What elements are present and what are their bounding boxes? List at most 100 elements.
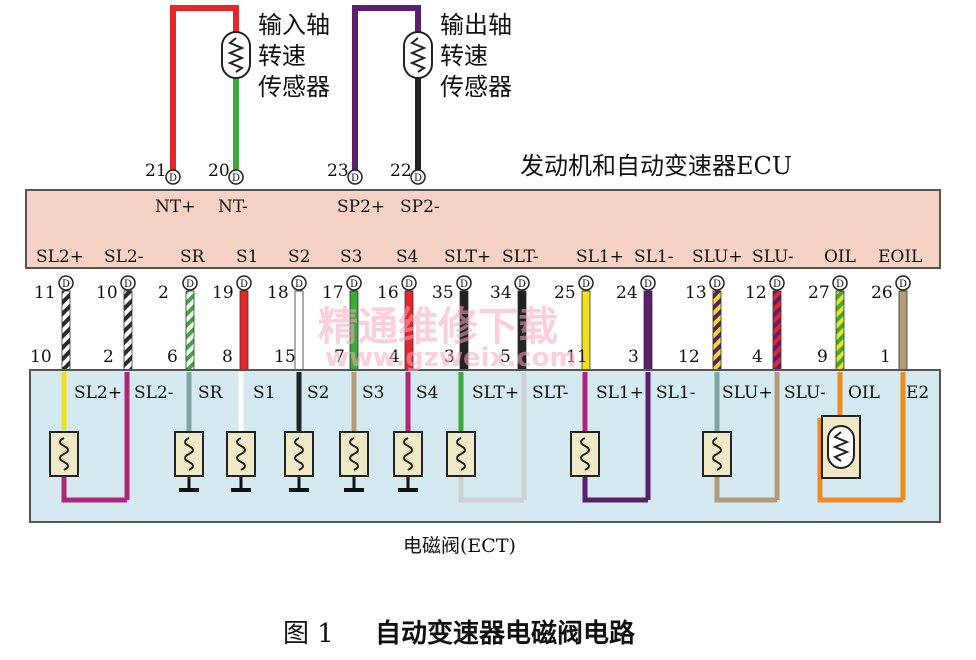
output-sensor-label-line3: 传感器 (440, 73, 512, 101)
sl2-solenoid-icon (49, 431, 79, 477)
ecu-top-pin-number: 23 (327, 161, 349, 181)
output-shaft-sensor-loop (352, 5, 433, 172)
slu-solenoid-icon (702, 431, 732, 477)
watermark-line2: www.gzweix.com (325, 343, 577, 373)
ecu-ect-wire (898, 290, 908, 371)
ecu-bottom-pin-number: 17 (322, 283, 344, 303)
ecu-bottom-connector-icon: D (769, 275, 785, 291)
ecu-bottom-pin-number: 34 (490, 283, 512, 303)
ecu-bottom-pin-label: S2 (288, 247, 310, 267)
svg-text:D: D (169, 173, 177, 184)
ecu-bottom-connector-icon: D (709, 275, 725, 291)
input-shaft-sensor-loop (170, 5, 251, 172)
ect-pin-label: S4 (416, 383, 438, 403)
svg-text:D: D (295, 279, 303, 290)
ecu-bottom-pin-label: SL1+ (576, 247, 624, 267)
output-sensor-label-line2: 转速 (440, 42, 488, 70)
ect-pin-number: 4 (389, 347, 400, 367)
ect-pin-label: SLU- (784, 383, 826, 403)
watermark-line1: 精通维修下载 (318, 304, 558, 350)
ect-pin-label: SL1+ (596, 383, 644, 403)
ecu-top-pin-number: 21 (145, 161, 167, 181)
ecu-top-connector-icon: D (165, 169, 181, 185)
ecu-ect-wire (712, 290, 722, 371)
svg-text:D: D (62, 279, 70, 290)
ect-pin-number: 12 (678, 347, 700, 367)
ect-pin-label: SLT- (532, 383, 568, 403)
svg-text:D: D (836, 279, 844, 290)
ecu-bottom-connector-icon: D (58, 275, 74, 291)
output-sensor-label-line1: 输出轴 (440, 11, 512, 39)
svg-text:D: D (414, 173, 422, 184)
ecu-bottom-pin-number: 2 (158, 283, 169, 303)
ect-pin-label: SL2+ (74, 383, 122, 403)
ecu-bottom-pin-label: SL1- (634, 247, 674, 267)
ecu-bottom-connector-icon: D (236, 275, 252, 291)
solenoid-icon (226, 431, 256, 477)
ect-internal-wiring (49, 372, 906, 503)
ecu-bottom-pin-number: 25 (554, 283, 576, 303)
ecu-bottom-pin-number: 19 (212, 283, 234, 303)
ecu-top-connector-icon: D (410, 169, 426, 185)
svg-text:D: D (460, 279, 468, 290)
solenoid-icon (393, 431, 423, 477)
ect-pin-number: 5 (500, 347, 511, 367)
ecu-bottom-pin-label: SL2+ (36, 247, 84, 267)
ect-pin-number: 6 (167, 347, 178, 367)
figure-number: 图 1 (283, 619, 334, 649)
svg-text:D: D (232, 173, 240, 184)
ecu-bottom-connector-icon: D (895, 275, 911, 291)
ecu-bottom-connector-icon: D (514, 275, 530, 291)
ecu-top-pin-number: 22 (390, 161, 412, 181)
ect-title: 电磁阀(ECT) (403, 535, 516, 557)
ecu-bottom-pin-label: S3 (340, 247, 362, 267)
ecu-bottom-connector-icon: D (640, 275, 656, 291)
oil-temp-sensor-icon (821, 415, 861, 479)
ect-pin-label: S2 (307, 383, 329, 403)
ground-icon (398, 476, 418, 492)
ecu-bottom-pin-label: SR (180, 247, 206, 267)
ect-pin-label: SLT+ (472, 383, 519, 403)
ecu-bottom-pin-number: 18 (267, 283, 289, 303)
ecu-bottom-pin-label: SLT+ (444, 247, 491, 267)
ecu-bottom-pin-number: 35 (432, 283, 454, 303)
ecu-bottom-pin-number: 11 (34, 283, 56, 303)
figure-caption: 自动变速器电磁阀电路 (375, 618, 636, 649)
ect-pin-number: 2 (103, 347, 114, 367)
ground-icon (231, 476, 251, 492)
ect-pin-number: 9 (817, 347, 828, 367)
svg-text:D: D (124, 279, 132, 290)
svg-text:D: D (582, 279, 590, 290)
input-sensor-label: 输入轴 转速 传感器 (258, 11, 330, 101)
ect-pin-label: SR (198, 383, 224, 403)
sl1-solenoid-icon (570, 431, 600, 477)
ect-pin-number: 3 (444, 347, 455, 367)
ect-pin-label: S1 (253, 383, 275, 403)
ecu-bottom-pin-number: 24 (616, 283, 638, 303)
ecu-top-pin-label: NT+ (155, 197, 195, 217)
svg-text:D: D (186, 279, 194, 290)
ecu-top-pin-number: 20 (208, 161, 230, 181)
ecu-bottom-connector-icon: D (401, 275, 417, 291)
ecu-bottom-pin-number: 26 (871, 283, 893, 303)
ecu-ect-wire (123, 290, 133, 371)
ecu-ect-wire (61, 290, 71, 371)
svg-text:D: D (240, 279, 248, 290)
ect-pin-number: 10 (30, 347, 52, 367)
ecu-bottom-pin-number: 13 (685, 283, 707, 303)
ecu-bottom-connector-icon: D (120, 275, 136, 291)
output-sensor-label: 输出轴 转速 传感器 (440, 11, 512, 101)
solenoid-icon (284, 431, 314, 477)
ecu-bottom-pin-label: EOIL (878, 247, 922, 267)
input-sensor-label-line1: 输入轴 (258, 11, 330, 39)
ecu-top-pin-label: NT- (218, 197, 248, 217)
input-sensor-label-line3: 传感器 (258, 73, 330, 101)
ecu-ect-wire (185, 290, 195, 371)
ecu-bottom-connector-icon: D (346, 275, 362, 291)
ecu-ect-wire (239, 290, 249, 371)
ecu-bottom-pin-number: 27 (808, 283, 830, 303)
ect-pin-label: SL2- (134, 383, 174, 403)
ground-icon (179, 476, 199, 492)
